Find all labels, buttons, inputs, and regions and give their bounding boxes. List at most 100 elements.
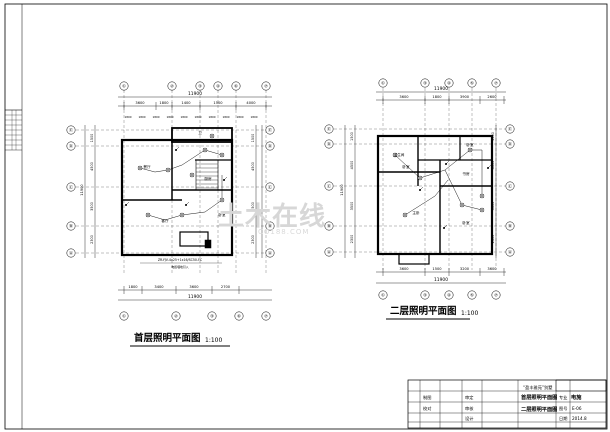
plan2-switch-lever [445,160,450,165]
plan1-grid-top-bubble-label: ④ [216,84,220,89]
plan1-grid-left-bubble-label: Ⓔ [69,127,74,134]
plan1-dim-left: 3500 [90,202,94,211]
plan1-wire [164,214,183,221]
watermark-logo: 土木在线 [218,196,326,233]
plan2-dim-bottom: 3200 [460,267,470,271]
plan1-light-x2 [210,134,214,138]
plan1-dim-small: 1800 [250,115,257,119]
tb-drawing-name-2: 二层照明平面图 [521,407,558,413]
plan1-grid-top-bubble-label: ③ [198,84,202,89]
plan1-grid-bottom-bubble [261,311,271,321]
plan1-grid-right-bubble [265,221,275,231]
plan1-dim-bottom: 1800 [128,285,138,289]
sheet-border [4,3,608,430]
plan1-cable-note-2: 电缆埋地引入 [171,264,188,269]
plan2-grid-bottom-bubble-label: ⑤ [470,293,474,298]
plan1-dim-top: 1500 [213,101,223,105]
plan1-light-x2 [220,153,224,157]
plan2-scale: 1:100 [461,310,479,317]
plan1-room-label: 卫 [198,131,202,135]
plan2-grid-top-bubble-label: ③ [423,81,427,86]
title-block-frame [407,379,607,429]
plan2-grid-right-bubble-label: Ⓐ [508,249,513,256]
plan2-grid-right-bubble-label: Ⓒ [508,183,513,190]
tb-project: “盈丰雅苑”别墅 [523,385,553,390]
plan2-grid-bottom-bubble [467,290,477,300]
plan2-switch-lever [487,164,492,169]
plan2-title: 二层照明平面图 [390,306,457,317]
plan1-exterior-wall [120,138,234,257]
plan2-dim-bottom-overall: 11900 [434,277,448,283]
plan2-switch-lever [419,186,424,191]
plan2-grid-top-bubble-label: ⑤ [470,81,474,86]
plan1-grid-right-bubble-label: Ⓑ [268,223,273,230]
plan1-wire [204,199,223,213]
plan2-wire [419,169,446,179]
tb-part: 电施 [571,395,582,401]
plan2-wire [444,149,471,171]
plan1-dim-right: 2300 [251,235,255,244]
plan2-dim-top: 3600 [399,95,409,99]
plan1-distribution-box [204,239,212,249]
plan2-wire [434,179,449,197]
plan1-scale: 1:100 [205,337,223,344]
plan1-grid-right-bubble [265,125,275,135]
plan2-grid-bottom-bubble-label: ④ [447,293,451,298]
plan2-grid-top-bubble [467,78,477,88]
plan1-switch-lever [223,176,228,181]
plan1-grid-left-bubble-label: Ⓓ [69,143,74,150]
tb-label-design: 设计 [465,416,474,421]
plan2-room-label: 书房 [462,171,470,176]
plan1-dim-small: 1800 [222,115,229,119]
plan1-room-label: 卧室 [218,212,226,217]
plan1-grid-left-bubble [66,182,76,192]
plan1-cable-note: ZR-YJV-4x25+1x16/SC50-FC [158,258,203,262]
plan1-grid-top-bubble-label: ① [122,84,126,89]
plan2-grid-right-bubble [505,181,515,191]
plan1-dim-bottom-overall: 11900 [188,294,202,300]
plan2-grid-top-bubble [491,78,501,88]
plan2-wire [404,195,436,216]
plan2-light-x2 [418,176,422,180]
plan2-grid-bottom-bubble-label: ① [381,293,385,298]
plan2-grid-right-bubble [505,221,515,231]
plan2-grid-bottom-bubble [444,290,454,300]
plan2-dim-top: 3900 [460,95,470,99]
plan1-dim-left: 4500 [90,162,94,171]
plan2-switch-lever [443,224,448,229]
plan2-grid-top-bubble [420,78,430,88]
plan2-exterior-wall [376,134,494,256]
plan2-room-label: 卧室 [466,142,474,147]
plan1-dim-top: 1800 [159,101,169,105]
plan1-grid-right-bubble [265,182,275,192]
plan1-grid-right-bubble-label: Ⓐ [268,250,273,257]
plan1-light-x2 [220,198,224,202]
plan1-grid-bottom-bubble [207,311,217,321]
plan2-grid-right-bubble [505,124,515,134]
plan1-dim-small: 1800 [180,115,187,119]
plan2-bay-window [398,253,430,265]
plan2-light-x2 [460,203,464,207]
plan2-light-x2 [393,153,397,157]
plan1-switch-lever [125,201,130,206]
plan2-dim-left: 3500 [350,202,354,211]
plan1-dim-small: 1800 [166,115,173,119]
tb-label-proof: 校对 [423,406,432,411]
plan2-dim-bottom: 1500 [432,267,442,271]
plan2-light-x2 [480,208,484,212]
title-block-stamp [555,379,607,392]
plan1-grid-left-bubble-label: Ⓑ [69,223,74,230]
plan1-dim-overall: 11900 [188,91,202,97]
plan2-grid-bottom-bubble-label: ⑦ [494,293,498,298]
plan1-light-x2 [166,168,170,172]
plan1-dim-small: 1800 [152,115,159,119]
plan1-porch [179,231,209,247]
plan1-grid-bottom-bubble-label: ③ [210,314,214,319]
plan2-grid-left-bubble-label: Ⓒ [327,183,332,190]
watermark-text: 土木在线 [218,202,327,232]
plan2-grid-left-bubble [324,221,334,231]
plan1-grid-bottom-bubble [171,311,181,321]
